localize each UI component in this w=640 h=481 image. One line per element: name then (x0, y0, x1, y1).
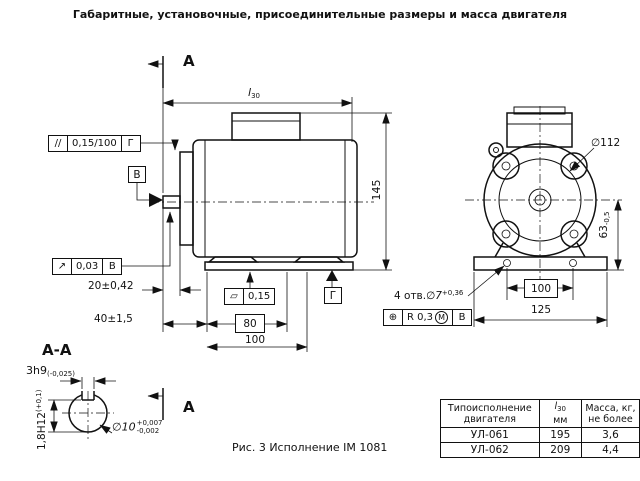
material-condition-icon: М (435, 311, 449, 324)
parallelism-value: 0,15/100 (68, 135, 122, 152)
position-datum: В (453, 309, 473, 326)
col-header-l30-unit: мм (553, 415, 568, 426)
spec-table-header-row: Типоисполнение двигателя l30 мм Масса, к… (440, 399, 640, 428)
runout-symbol-icon: ↗ (52, 258, 72, 275)
flatness-tolerance-frame: ▱ 0,15 (224, 288, 276, 305)
table-row: УЛ-061 195 3,6 (440, 427, 640, 443)
dim-145-label: 145 (370, 179, 383, 201)
cell-type-2: УЛ-062 (440, 442, 540, 458)
holes-count: 4 отв. (394, 290, 427, 302)
dim-l30-label: l30 (248, 86, 260, 103)
shaft-diameter-tolerances: +0,007-0,002 (136, 419, 163, 435)
parallelism-symbol-icon: // (48, 135, 68, 152)
dim-63-value: 63 (598, 225, 610, 239)
dim-80-box: 80 (235, 314, 265, 333)
position-symbol-icon: ⊕ (383, 309, 403, 326)
section-marker-bottom-label: А (183, 398, 195, 416)
runout-value: 0,03 (72, 258, 104, 275)
col-header-l30: l30 мм (538, 399, 582, 428)
flatness-symbol-icon: ▱ (224, 288, 244, 305)
shaft-diameter-value: ∅10 (112, 420, 136, 434)
drawing-title: Габаритные, установочные, присоединитель… (72, 8, 568, 21)
key-width-label: 3h9(-0,025) (26, 364, 75, 381)
runout-datum: В (103, 258, 123, 275)
col-header-l30-letter: l (554, 401, 558, 412)
cell-l30-2: 209 (538, 442, 582, 458)
dim-100-front-box: 100 (524, 279, 558, 298)
dim-l30-subscript: 30 (251, 92, 260, 100)
cell-l30-1: 195 (538, 427, 582, 443)
position-tolerance-frame: ⊕ R 0,3 М В (383, 309, 473, 326)
dim-63-label: 63-0,5 (598, 208, 612, 242)
shaft-tol-upper: +0,007 (136, 419, 163, 427)
key-depth-value: 1,8H12 (36, 412, 48, 450)
shaft-diameter-label: ∅10+0,007-0,002 (112, 419, 163, 435)
section-view-title: А-А (42, 341, 72, 359)
dim-63-tolerance: -0,5 (603, 211, 611, 226)
col-header-type-line2: двигателя (463, 413, 516, 425)
position-value: R 0,3 М (403, 309, 454, 326)
key-depth-tolerance: (+0,1) (35, 389, 43, 413)
holes-tolerance: +0,36 (441, 289, 464, 297)
table-row: УЛ-062 209 4,4 (440, 442, 640, 458)
dim-100-side-label: 100 (245, 334, 266, 346)
key-width-value: 3h9 (26, 364, 47, 377)
col-header-mass: Масса, кг, не более (580, 399, 640, 428)
col-header-mass-line2: не более (588, 413, 633, 425)
shaft-tol-lower: -0,002 (136, 426, 160, 435)
col-header-type-line1: Типоисполнение (447, 402, 532, 414)
spec-table: Типоисполнение двигателя l30 мм Масса, к… (440, 399, 640, 458)
cell-mass-1: 3,6 (580, 427, 640, 443)
key-width-tolerance: (-0,025) (46, 370, 75, 378)
key-depth-label: 1,8H12(+0,1) (33, 389, 48, 450)
parallelism-datum: Г (121, 135, 141, 152)
col-header-mass-line1: Масса, кг, (585, 402, 636, 414)
datum-g-box: Г (324, 287, 342, 304)
position-radius: R 0,3 (407, 312, 434, 323)
col-header-type: Типоисполнение двигателя (440, 399, 540, 428)
holes-note-label: 4 отв.∅7+0,36 (394, 287, 463, 303)
datum-b-box: В (128, 166, 146, 183)
runout-tolerance-frame: ↗ 0,03 В (52, 258, 123, 275)
dim-20-label: 20±0,42 (88, 280, 134, 292)
dim-dia112-label: ∅112 (591, 137, 621, 149)
dim-l30-letter: l (248, 86, 252, 99)
parallelism-tolerance-frame: // 0,15/100 Г (48, 135, 141, 152)
dim-40-label: 40±1,5 (94, 313, 133, 325)
dim-125-label: 125 (531, 304, 552, 316)
cell-mass-2: 4,4 (580, 442, 640, 458)
holes-diameter: ∅7 (426, 290, 442, 302)
col-header-l30-subscript: 30 (557, 405, 567, 413)
cell-type-1: УЛ-061 (440, 427, 540, 443)
flatness-value: 0,15 (244, 288, 276, 305)
section-marker-top-label: А (183, 52, 195, 70)
figure-caption: Рис. 3 Исполнение IM 1081 (232, 441, 388, 454)
